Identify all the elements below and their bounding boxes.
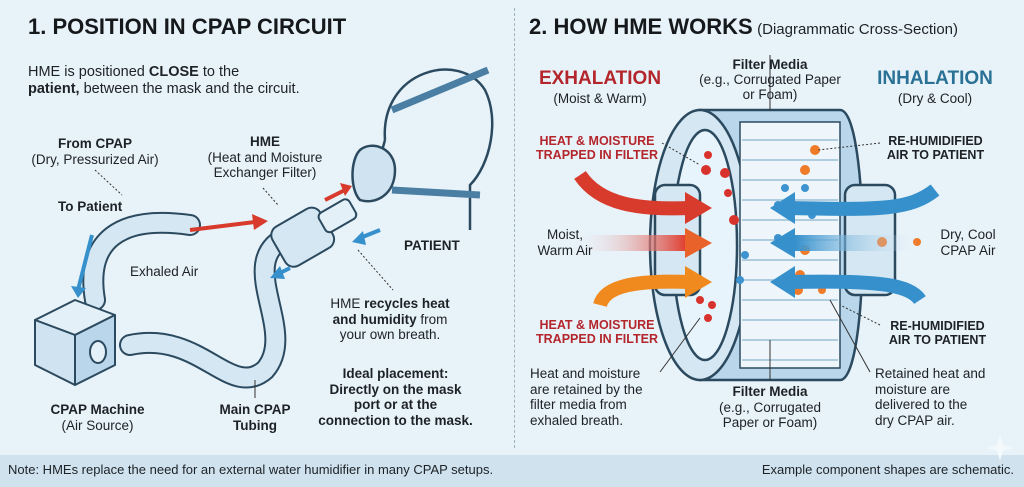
- filter-media-pleats: [742, 139, 838, 361]
- exhale-arrow-red: [324, 188, 346, 202]
- sparkle-icon: [988, 435, 1012, 461]
- text: HEAT & MOISTURE: [539, 318, 655, 332]
- text: exhaled breath.: [530, 412, 624, 428]
- text: EXHALATION: [538, 68, 662, 89]
- exhale-arrow-middle: [575, 235, 687, 251]
- exhale-arrow-bottom: [593, 274, 691, 308]
- text: RE-HUMIDIFIED: [890, 319, 985, 333]
- section-2-title: 2. HOW HME WORKS (Diagrammatic Cross-Sec…: [529, 14, 958, 39]
- exhale-arrow-top: [574, 170, 691, 216]
- text: HEAT & MOISTURE: [539, 134, 655, 148]
- text: INHALATION: [877, 68, 993, 89]
- text: from: [416, 311, 448, 327]
- text: dry CPAP air.: [875, 412, 955, 428]
- text: Dry, Cool: [940, 227, 996, 242]
- footer-schematic: Example component shapes are schematic.: [761, 462, 1014, 477]
- text: 2. HOW HME WORKS: [529, 14, 753, 39]
- text: are retained by the: [530, 381, 643, 397]
- inhale-arrow-top: [789, 184, 940, 216]
- inhalation-label: INHALATION(Dry & Cool): [865, 68, 1005, 108]
- text: your own breath.: [339, 327, 441, 343]
- text: AIR TO PATIENT: [886, 148, 985, 163]
- text: TRAPPED IN FILTER: [536, 332, 658, 347]
- text: (e.g., Corrugated: [718, 399, 822, 415]
- text: Filter Media: [732, 384, 808, 399]
- text: Filter Media: [732, 57, 808, 72]
- inhale-arrow-bottom: [789, 274, 926, 305]
- text: RE-HUMIDIFIED: [888, 134, 983, 148]
- text: Tubing: [233, 417, 277, 433]
- to-patient-arrow: [189, 220, 256, 232]
- text: and humidity: [332, 311, 417, 327]
- text: port or at the: [353, 397, 438, 413]
- intro-emphasis: CLOSE: [148, 64, 199, 80]
- text: (e.g., Corrugated Paper: [699, 71, 841, 87]
- text: Moist,: [546, 227, 583, 242]
- text: Main CPAP: [219, 402, 291, 417]
- hme-sub: Exchanger Filter): [213, 165, 317, 181]
- hme-filter-icon: [270, 198, 358, 268]
- hme-sub: (Heat and Moisture: [207, 149, 323, 165]
- text: or Foam): [742, 86, 798, 102]
- text: connection to the mask.: [318, 412, 473, 428]
- moist-warm-air-label: Moist,Warm Air: [525, 227, 605, 258]
- footer-note: Note: HMEs replace the need for an exter…: [8, 462, 494, 477]
- inhale-arrow-middle: [795, 235, 920, 251]
- text: CPAP Machine: [50, 402, 145, 417]
- cpap-machine-label: CPAP Machine(Air Source): [30, 402, 165, 433]
- from-cpap-label: From CPAP(Dry, Pressurized Air): [20, 136, 170, 167]
- intro-part: to the: [198, 64, 240, 80]
- section-divider: [514, 8, 515, 448]
- text: recycles heat: [364, 296, 450, 311]
- text: filter media from: [530, 397, 627, 413]
- cpap-machine-icon: [34, 299, 116, 386]
- hme-title: HME: [250, 134, 280, 149]
- text: (Air Source): [61, 417, 134, 433]
- text: (Dry & Cool): [897, 90, 973, 106]
- text: Ideal placement:: [342, 366, 449, 381]
- from-cpap-title: From CPAP: [57, 136, 132, 151]
- patient-label: PATIENT: [404, 238, 460, 253]
- footer-band: [0, 455, 1024, 487]
- text: (Diagrammatic Cross-Section): [757, 21, 958, 38]
- text: Heat and moisture: [530, 366, 641, 381]
- text: Paper or Foam): [722, 415, 818, 431]
- exhaled-air-arrow: [76, 234, 94, 291]
- text: AIR TO PATIENT: [888, 333, 987, 348]
- to-patient-label: To Patient: [58, 199, 123, 214]
- text: CPAP Air: [940, 242, 996, 258]
- intro-text: HME is positioned CLOSE to the patient, b…: [28, 64, 300, 97]
- exhalation-label: EXHALATION(Moist & Warm): [530, 68, 670, 108]
- exhaled-air-label: Exhaled Air: [130, 264, 199, 279]
- intro-emphasis: patient,: [28, 80, 80, 97]
- text: delivered to the: [875, 397, 968, 413]
- text: Directly on the mask: [329, 381, 462, 397]
- heat-dots: [696, 151, 739, 322]
- section-1-title: 1. POSITION IN CPAP CIRCUIT: [28, 14, 347, 39]
- text: HME: [330, 296, 365, 311]
- patient-head-icon: [351, 66, 494, 230]
- from-cpap-sub: (Dry, Pressurized Air): [31, 151, 159, 167]
- intro-part: between the mask and the circuit.: [79, 80, 300, 97]
- text: moisture are: [875, 381, 951, 397]
- text: Retained heat and: [875, 366, 986, 381]
- intro-part: HME is positioned: [28, 64, 149, 80]
- cpap-tubing: [82, 211, 301, 389]
- text: Warm Air: [537, 242, 593, 258]
- text: TRAPPED IN FILTER: [536, 148, 658, 163]
- text: (Moist & Warm): [553, 90, 647, 106]
